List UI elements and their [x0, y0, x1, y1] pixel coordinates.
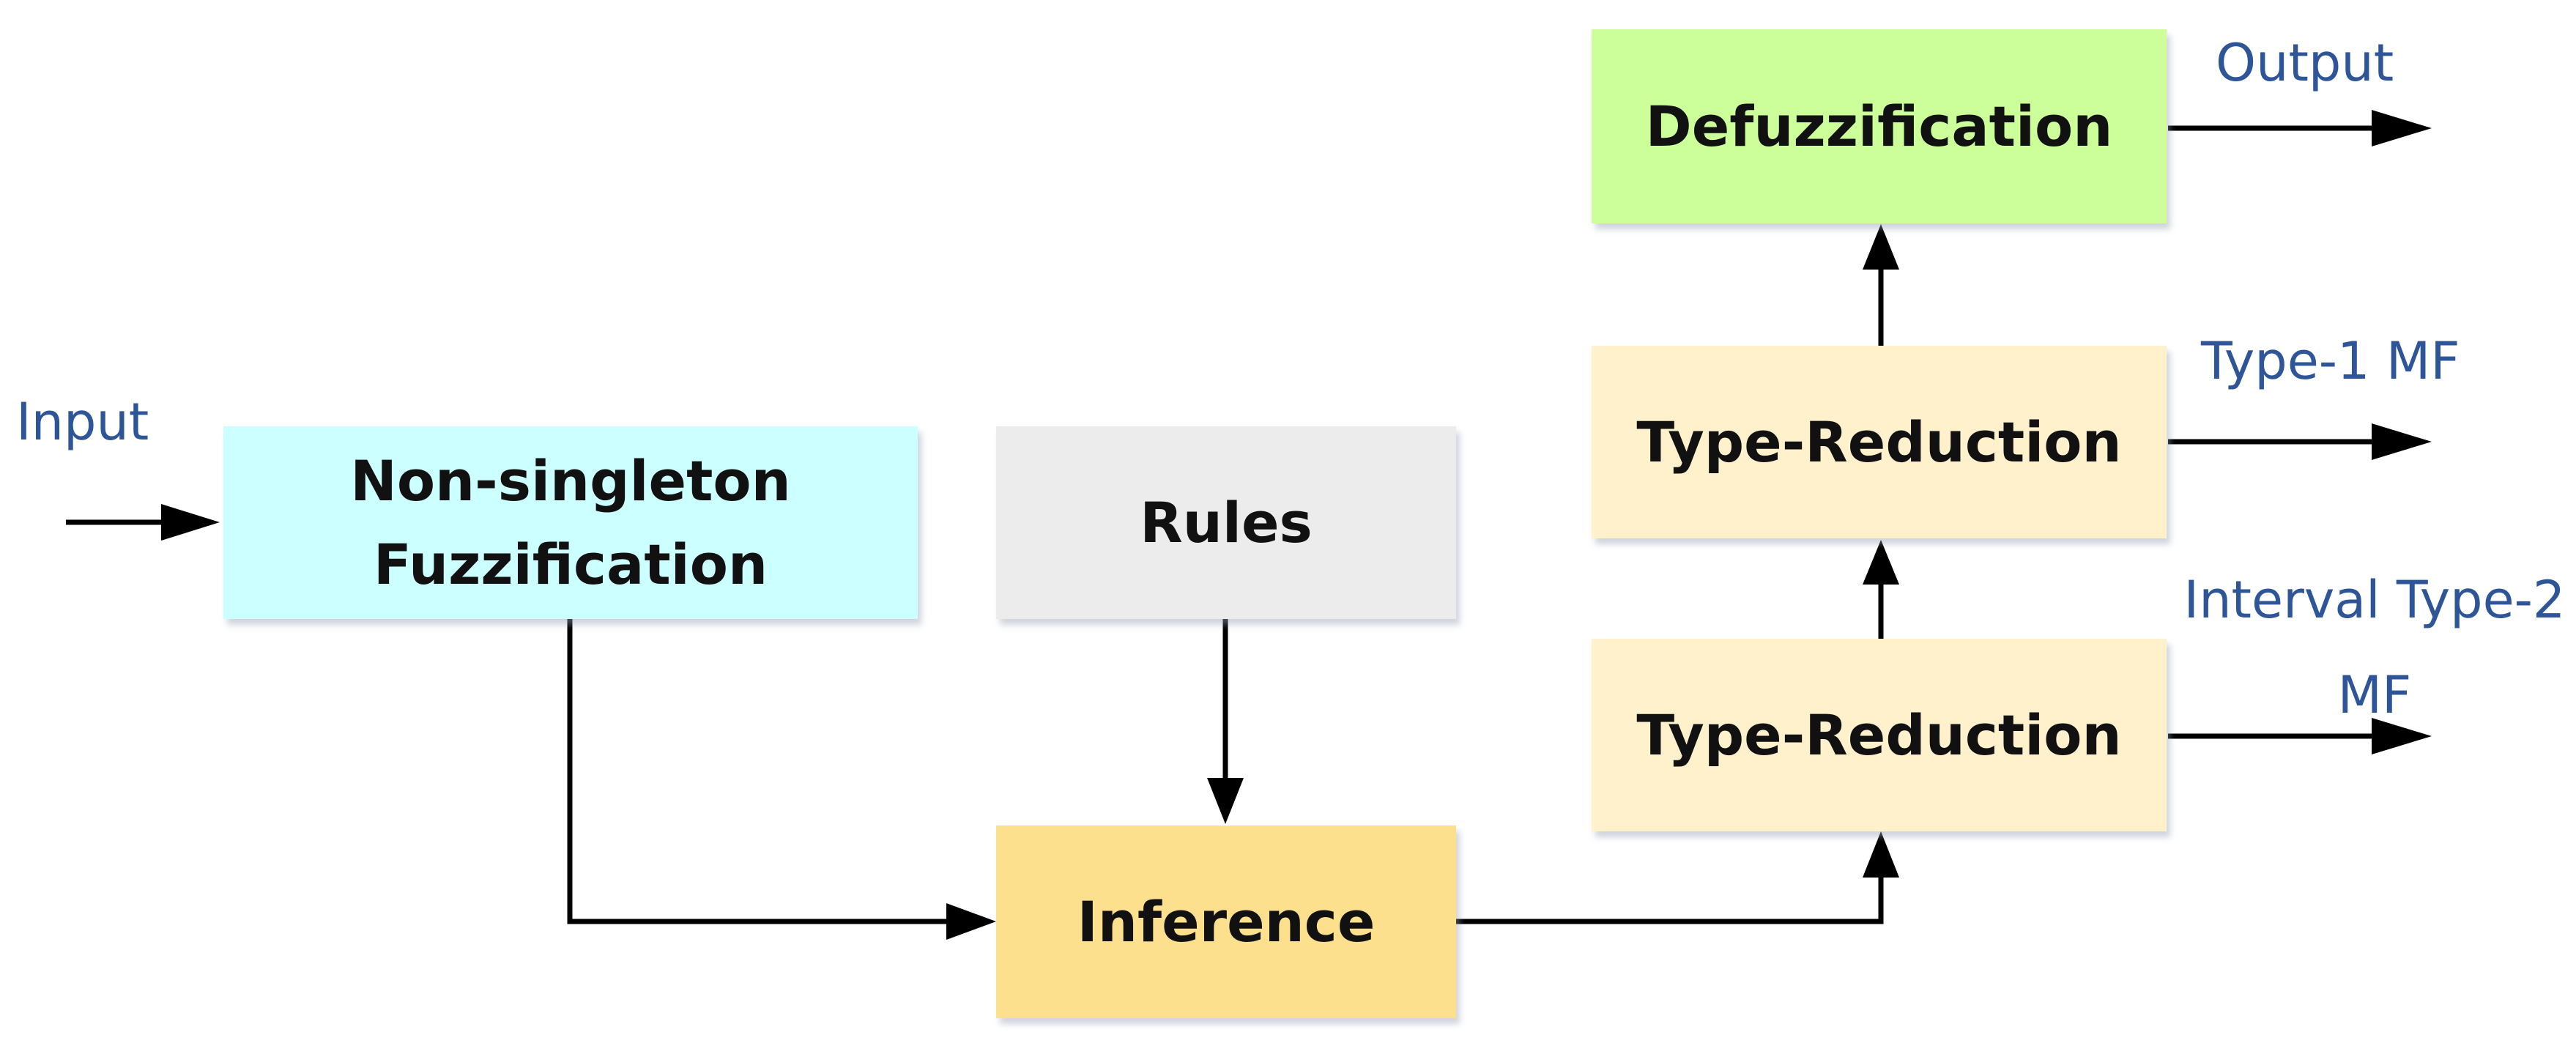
defuzzification-block: Defuzzification [1592, 29, 2167, 223]
type-reduction-lower-label: Type-Reduction [1636, 702, 2122, 768]
interval-type2-mf-label: Interval Type-2 MF [2177, 553, 2572, 743]
inference-to-type-reduction-arrowhead [1863, 831, 1899, 878]
output-arrowhead [2372, 110, 2432, 146]
fuzzification-line2: Fuzzification [373, 531, 768, 597]
type-reduction-upper-block: Type-Reduction [1592, 346, 2167, 538]
defuzzification-label: Defuzzification [1645, 93, 2113, 159]
interval-type2-line2: MF [2337, 664, 2412, 725]
type1-mf-arrowhead [2372, 423, 2432, 460]
output-label: Output [2216, 33, 2394, 93]
type-reduction-lower-to-upper-arrowhead [1863, 540, 1899, 585]
inference-to-type-reduction-connector [1456, 872, 1884, 924]
type-reduction-lower-block: Type-Reduction [1592, 639, 2167, 831]
fuzzification-block: Non-singleton Fuzzification [223, 426, 918, 619]
fuzzification-line1: Non-singleton [350, 448, 791, 513]
input-arrowhead [161, 504, 220, 541]
fuzzification-to-inference-arrowhead [946, 903, 996, 940]
fuzzification-to-inference-connector [567, 619, 952, 924]
interval-type2-line1: Interval Type-2 [2183, 570, 2566, 630]
rules-block: Rules [996, 426, 1456, 619]
interval-type2-mf-arrowhead [2372, 718, 2432, 754]
type1-mf-label: Type-1 MF [2201, 331, 2460, 391]
type-reduction-to-defuzzification-arrowhead [1863, 224, 1899, 270]
rules-to-inference-arrowhead [1207, 778, 1244, 824]
inference-block: Inference [996, 826, 1456, 1018]
type-reduction-upper-label: Type-Reduction [1636, 409, 2122, 475]
input-label: Input [16, 392, 149, 452]
rules-label: Rules [1140, 489, 1313, 555]
inference-label: Inference [1077, 889, 1376, 954]
